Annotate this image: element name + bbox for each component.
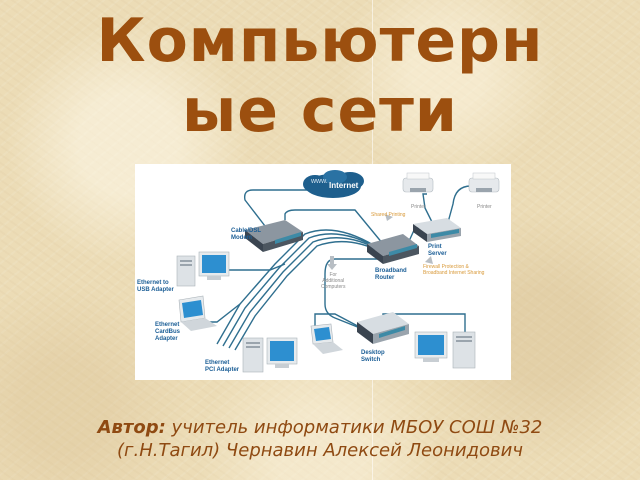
network-diagram: www. Internet Cable/DSL Modem Broadband …	[135, 164, 511, 380]
modem-label: Cable/DSL Modem	[231, 228, 262, 241]
title-line-2: ые сети	[182, 76, 458, 146]
author-block: Автор: учитель информатики МБОУ СОШ №32 …	[0, 416, 640, 462]
network-diagram-graphic	[176, 170, 500, 373]
printer-icon-1	[402, 172, 434, 193]
print-server-label: Print Server	[428, 244, 447, 257]
printer-icon-2	[468, 172, 500, 193]
printer-2-label: Printer	[477, 204, 492, 210]
router-label: Broadband Router	[375, 268, 407, 281]
desktop-pc-icon-2	[242, 337, 298, 373]
desktop-switch-icon	[357, 312, 409, 344]
modem-icon	[245, 220, 303, 252]
shared-printing-label: Shared Printing	[371, 212, 406, 218]
printer-1-label: Printer	[411, 204, 426, 210]
laptop-icon-2	[310, 323, 343, 354]
firewall-label: Firewall Protection & Broadband Internet…	[423, 264, 485, 276]
slide-title: Компьютерн ые сети	[0, 6, 640, 146]
title-line-1: Компьютерн	[96, 6, 544, 76]
additional-computers-label: For Additional Computers	[321, 272, 346, 290]
author-line-2: (г.Н.Тагил) Чернавин Алексей Леонидович	[117, 440, 523, 461]
router-icon	[367, 234, 419, 264]
author-position: учитель информатики МБОУ СОШ №32	[165, 417, 543, 438]
laptop-icon-1	[178, 295, 217, 331]
author-label: Автор:	[97, 417, 166, 438]
internet-label: Internet	[329, 181, 359, 190]
desktop-pc-icon-1	[176, 251, 230, 287]
cardbus-adapter-label: Ethernet CardBus Adapter	[155, 322, 181, 342]
cable-internet-modem	[243, 189, 307, 227]
print-server-icon	[413, 218, 461, 242]
internet-cloud-icon	[303, 170, 364, 198]
desktop-pc-icon-3	[414, 331, 476, 369]
usb-adapter-label: Ethernet to USB Adapter	[137, 280, 174, 293]
pci-adapter-label: Ethernet PCI Adapter	[205, 360, 240, 373]
arrow-icons	[327, 214, 433, 270]
internet-www-label: www.	[311, 178, 328, 185]
author-line-1: Автор: учитель информатики МБОУ СОШ №32	[0, 416, 640, 439]
desktop-switch-label: Desktop Switch	[361, 350, 385, 363]
